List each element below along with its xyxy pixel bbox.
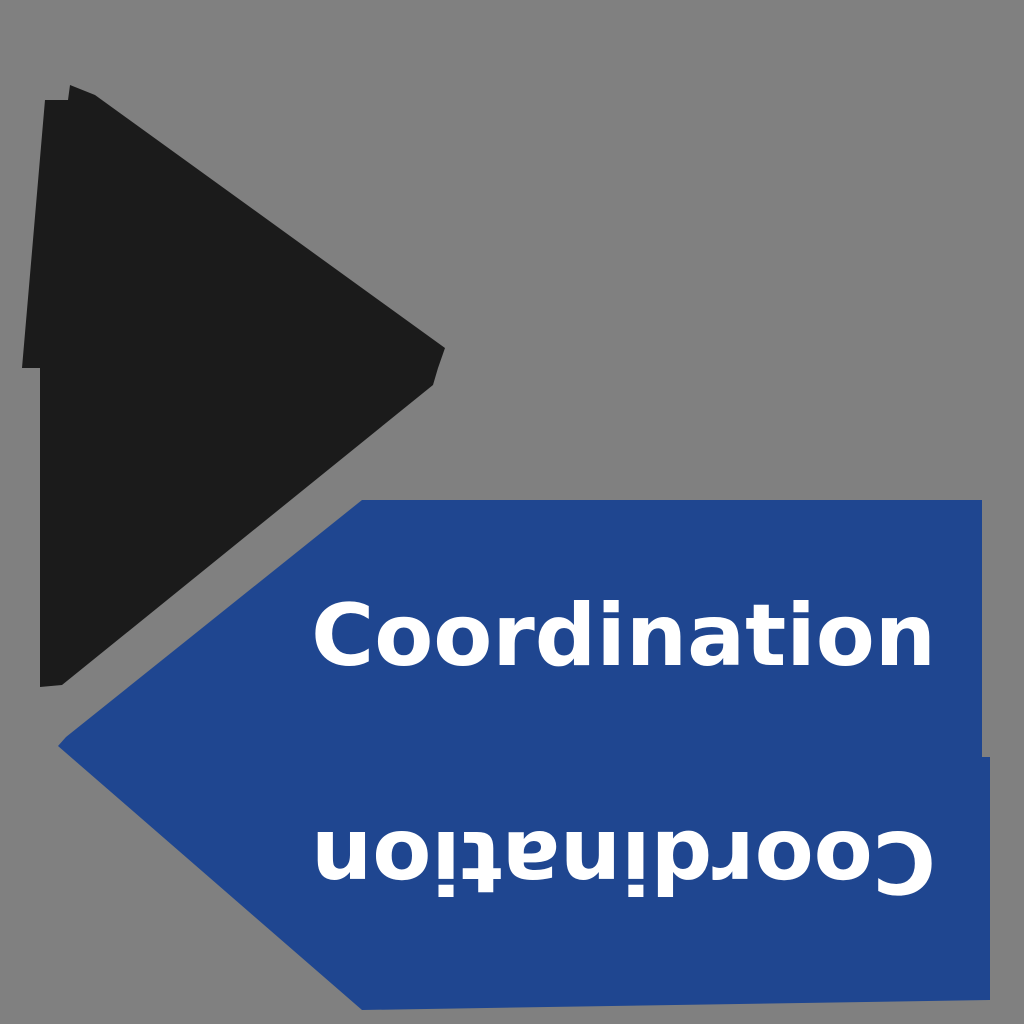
dark-arrow-shape — [22, 85, 445, 687]
coordination-label: Coordination — [311, 586, 936, 686]
coordination-label-flipped: Coordination — [311, 811, 936, 911]
blue-arrow-shape — [58, 500, 990, 1010]
